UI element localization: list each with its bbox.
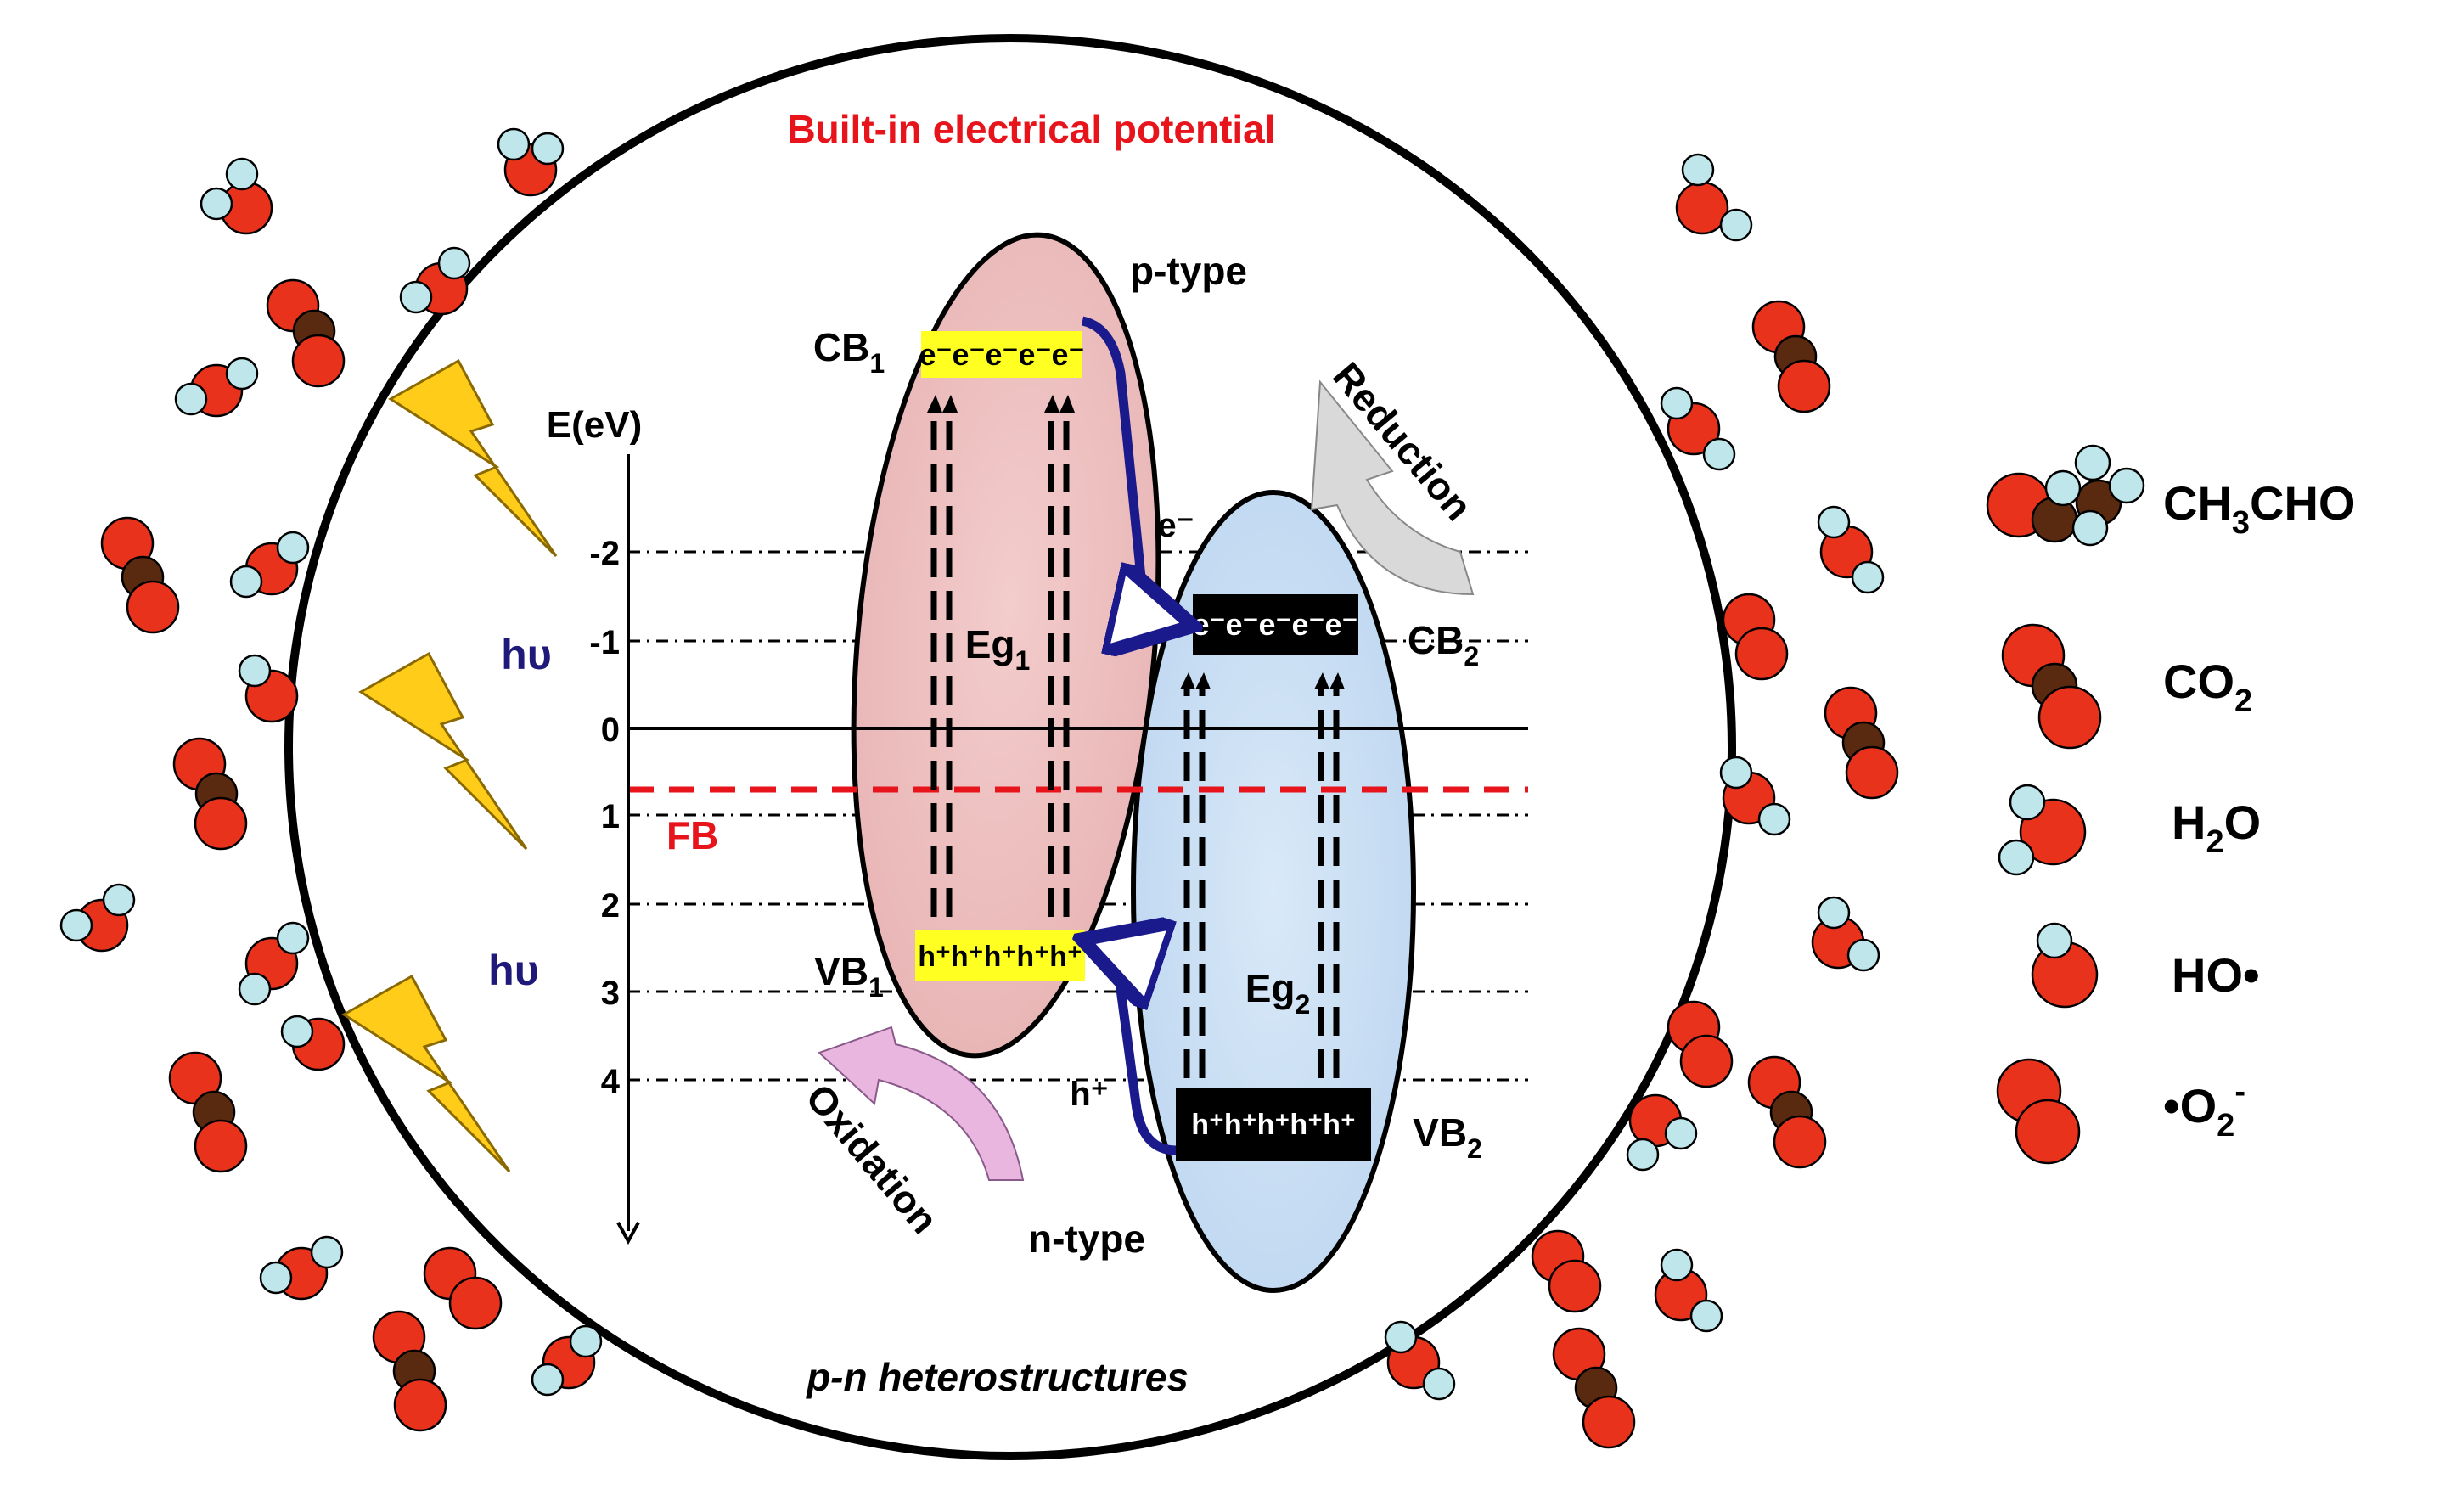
co2-icon <box>2001 623 2102 750</box>
molecule-icon <box>399 246 471 316</box>
molecule-icon <box>1675 153 1753 242</box>
diagram-title: Built-in electrical potential <box>787 107 1275 151</box>
p-cb-box <box>921 331 1082 378</box>
ch3cho-icon <box>1986 444 2145 547</box>
molecule-icon <box>1719 756 1791 836</box>
molecule-icon <box>1722 593 1789 681</box>
tick-label: -1 <box>589 624 620 661</box>
legend-label-o2: •O2- <box>2163 1074 2245 1144</box>
transfer-hole-label: h⁺ <box>1070 1076 1109 1113</box>
light-label-bottom: hυ <box>488 947 539 994</box>
lightning-icon <box>341 974 511 1173</box>
molecule-icon <box>59 883 136 953</box>
tick-label: 2 <box>601 887 620 925</box>
n-cb-electrons: e⁻e⁻e⁻e⁻e⁻ <box>1192 607 1357 642</box>
legend-label-co2: CO2 <box>2163 655 2252 719</box>
molecule-icon <box>1654 1248 1723 1333</box>
lightning-icon <box>388 358 558 558</box>
p-vb-label: VB1 <box>814 949 884 1003</box>
molecule-icon <box>1384 1320 1456 1401</box>
molecule-icon <box>229 531 310 599</box>
caption: p-n heterostructures <box>805 1355 1189 1399</box>
molecule-icon <box>280 1015 346 1071</box>
n-excitation-arrows <box>1183 683 1340 1078</box>
n-gap-label: Eg2 <box>1245 966 1311 1020</box>
transfer-electron-label: e⁻ <box>1157 507 1194 544</box>
molecule-icon <box>497 127 565 197</box>
p-gap-label: Eg1 <box>965 622 1031 676</box>
p-cb-label: CB1 <box>813 325 885 379</box>
molecule-icon <box>172 737 248 851</box>
legend-label-h2o: H2O <box>2172 795 2261 860</box>
n-arrow-heads <box>1180 672 1345 689</box>
legend: CH3CHO CO2 H2O HO• •O2- <box>2163 476 2355 1144</box>
axis-tick-labels: -2 -1 0 1 2 3 4 <box>589 535 620 1100</box>
p-excitation-arrows <box>930 408 1070 917</box>
molecule-icon <box>1817 505 1885 594</box>
molecule-icon <box>266 278 346 388</box>
oxidation-arrow <box>818 1026 1025 1181</box>
reduction-arrow <box>1310 379 1475 596</box>
molecule-icon <box>168 1051 248 1173</box>
n-type-label: n-type <box>1028 1217 1145 1261</box>
p-vb-holes: h⁺h⁺h⁺h⁺h⁺ <box>918 941 1082 973</box>
molecule-icon <box>238 921 310 1006</box>
molecule-icon <box>423 1246 503 1330</box>
n-vb-label: VB2 <box>1413 1110 1482 1164</box>
particle-circle <box>284 34 1736 1460</box>
lightning-icon <box>358 651 528 851</box>
lightning-bolts <box>341 358 558 1173</box>
n-vb-holes: h⁺h⁺h⁺h⁺h⁺ <box>1191 1109 1356 1141</box>
o2-icon <box>1996 1058 2081 1165</box>
molecules <box>59 127 2145 1449</box>
molecule-icon <box>174 357 259 418</box>
molecule-icon <box>1751 300 1831 413</box>
energy-axis <box>616 454 640 1245</box>
molecule-icon <box>200 157 273 235</box>
legend-label-ch3cho: CH3CHO <box>2163 476 2355 541</box>
molecule-icon <box>1824 686 1899 800</box>
n-vb-box <box>1176 1088 1371 1161</box>
axis-label: E(eV) <box>547 404 642 446</box>
hole-transfer-arrow <box>1091 942 1176 1155</box>
tick-label: 1 <box>601 798 620 835</box>
molecule-icon <box>531 1324 603 1397</box>
p-cb-electrons: e⁻e⁻e⁻e⁻e⁻ <box>919 337 1084 372</box>
n-cb-box <box>1193 594 1358 655</box>
molecule-icon <box>238 654 299 723</box>
molecule-icon <box>100 516 180 634</box>
n-cb-label: CB2 <box>1408 618 1479 672</box>
tick-label: 4 <box>601 1063 621 1100</box>
p-vb-box <box>915 930 1085 981</box>
p-type-label: p-type <box>1130 249 1247 293</box>
tick-label: 3 <box>601 975 620 1012</box>
molecule-icon <box>1531 1229 1602 1313</box>
molecule-icon <box>1660 386 1736 471</box>
molecule-icon <box>372 1310 447 1432</box>
electron-transfer-arrow <box>1081 316 1184 624</box>
molecule-icon <box>1747 1055 1827 1169</box>
molecule-icon <box>1811 896 1880 972</box>
ho-icon <box>2031 922 2099 1009</box>
tick-label: 0 <box>601 711 620 749</box>
molecule-icon <box>1667 1000 1734 1088</box>
molecule-icon <box>1626 1093 1698 1172</box>
h2o-icon <box>1998 784 2087 876</box>
fb-label: FB <box>666 813 718 857</box>
legend-label-ho: HO• <box>2172 948 2260 1002</box>
tick-label: -2 <box>589 535 620 572</box>
molecule-icon <box>259 1235 344 1301</box>
p-arrow-heads <box>927 395 1075 413</box>
molecule-icon <box>1552 1327 1636 1449</box>
light-label-top: hυ <box>501 631 552 678</box>
